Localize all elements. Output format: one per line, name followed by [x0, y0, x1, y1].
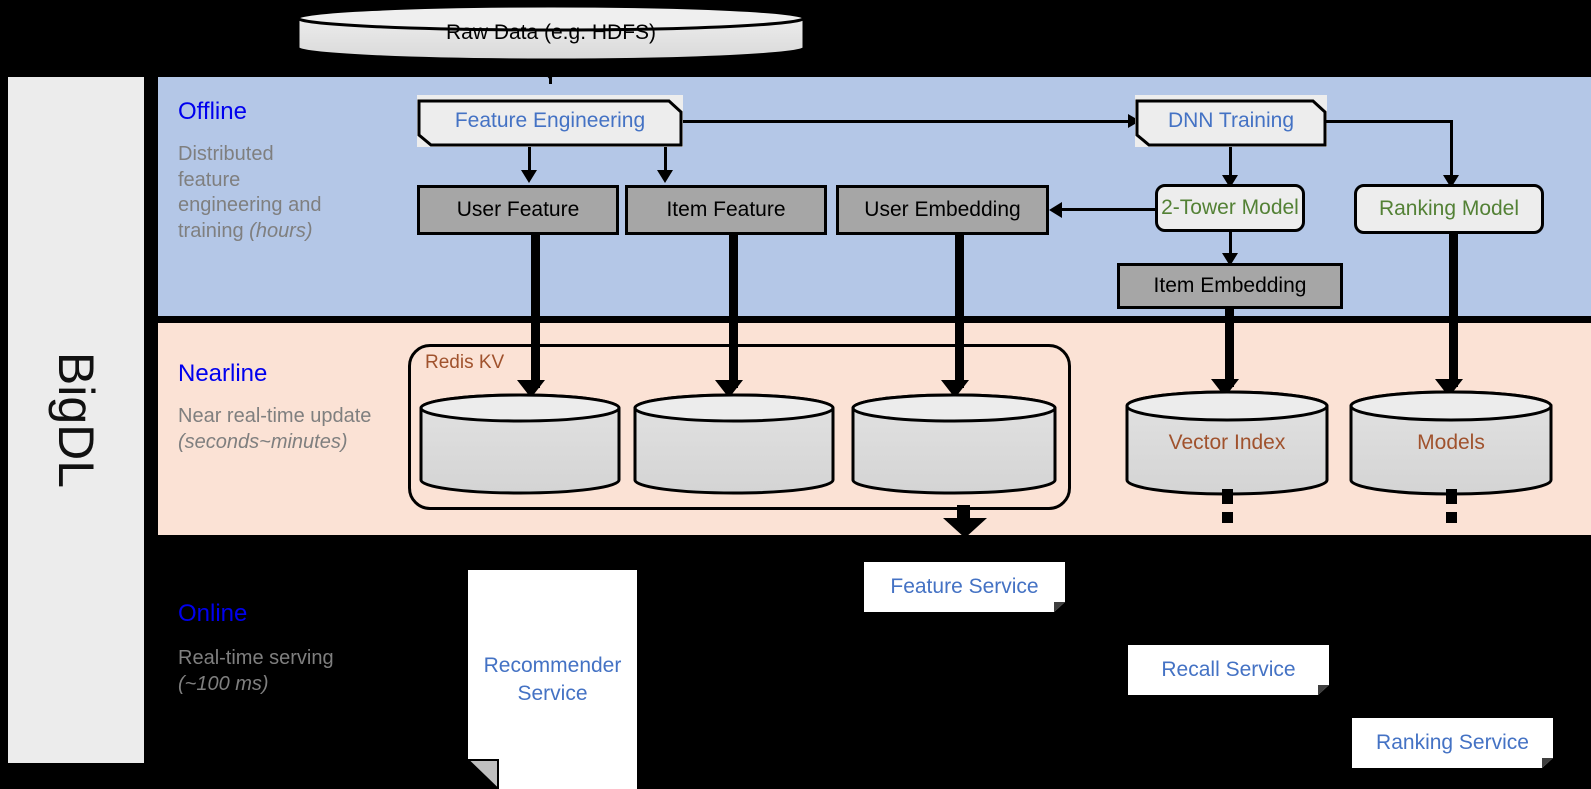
- connector-dnn-ranking-h: [1324, 120, 1453, 123]
- store-user-embedding-cylinder[interactable]: [850, 392, 1058, 496]
- connector-fe-itemfeature: [664, 147, 667, 172]
- feature-service-label: Feature Service: [890, 575, 1039, 599]
- ranking-model-box[interactable]: Ranking Model: [1354, 184, 1544, 234]
- stub-models-2: [1446, 512, 1457, 523]
- bigdl-label: BigDL: [48, 351, 104, 489]
- raw-data-label: Raw Data (e.g. HDFS): [445, 21, 657, 44]
- band-desc-offline-em: (hours): [249, 219, 313, 242]
- arrowhead-twotower-itemembedding: [1222, 253, 1238, 266]
- user-feature-label: User Feature: [456, 198, 580, 221]
- bigdl-sidebar: BigDL: [8, 77, 144, 763]
- band-desc-online: Real-time serving (~100 ms): [178, 646, 358, 697]
- connector-twotower-userembedding: [1060, 208, 1155, 211]
- user-embedding-label: User Embedding: [864, 198, 1021, 221]
- arrowhead-rawdata-fe: [536, 62, 564, 80]
- band-title-offline: Offline: [178, 98, 247, 125]
- band-title-nearline: Nearline: [178, 360, 268, 387]
- arrowhead-userembedding-store: [941, 380, 969, 398]
- vector-index-label: Vector Index: [1168, 431, 1286, 454]
- raw-data-cylinder: Raw Data (e.g. HDFS): [296, 4, 806, 62]
- band-desc-online-em: (~100 ms): [178, 672, 269, 695]
- band-desc-offline: Distributed feature engineering and trai…: [178, 142, 338, 244]
- band-title-online: Online: [178, 600, 248, 627]
- band-desc-nearline-em: (seconds~minutes): [178, 430, 348, 453]
- band-desc-nearline: Near real-time update (seconds~minutes): [178, 404, 408, 455]
- pipe-userfeature-store: [531, 235, 540, 388]
- store-user-embedding-label: [850, 392, 1058, 496]
- stub-redis-featureservice: [957, 505, 970, 521]
- store-item-feature-label: [632, 392, 836, 496]
- arrowhead-twotower-userembedding: [1049, 202, 1062, 218]
- item-feature-label: Item Feature: [666, 198, 786, 221]
- feature-engineering-label: Feature Engineering: [454, 109, 646, 132]
- vector-index-cylinder[interactable]: Vector Index: [1124, 390, 1330, 496]
- item-feature-box[interactable]: Item Feature: [625, 185, 827, 235]
- connector-dnn-twotower: [1229, 147, 1232, 179]
- dnn-training-box[interactable]: DNN Training: [1135, 95, 1327, 147]
- stub-vectorindex-1: [1222, 489, 1233, 504]
- user-embedding-box[interactable]: User Embedding: [836, 185, 1049, 235]
- dnn-training-label: DNN Training: [1167, 109, 1295, 132]
- recall-service-card[interactable]: Recall Service: [1128, 645, 1329, 695]
- store-user-feature-label: [418, 392, 622, 496]
- pipe-rankingmodel-models: [1449, 234, 1458, 387]
- stub-models-1: [1446, 489, 1457, 504]
- feature-engineering-box[interactable]: Feature Engineering: [417, 95, 683, 147]
- redis-kv-label: Redis KV: [425, 352, 505, 373]
- store-user-feature-cylinder[interactable]: [418, 392, 622, 496]
- models-label: Models: [1417, 431, 1485, 454]
- pipe-userembedding-store: [955, 235, 964, 388]
- band-desc-online-text: Real-time serving: [178, 647, 334, 669]
- band-desc-offline-text: Distributed feature engineering and trai…: [178, 143, 322, 242]
- arrowhead-itemfeature-store: [715, 380, 743, 398]
- pipe-itemfeature-store: [729, 235, 738, 388]
- connector-dnn-ranking-v: [1450, 120, 1453, 178]
- recall-service-label: Recall Service: [1161, 658, 1296, 682]
- ranking-model-label: Ranking Model: [1378, 197, 1520, 220]
- pipe-itemembedding-vectorindex: [1225, 309, 1234, 387]
- ranking-service-card[interactable]: Ranking Service: [1352, 718, 1553, 768]
- arrowhead-userfeature-store: [517, 380, 545, 398]
- connector-fe-userfeature: [528, 147, 531, 172]
- item-embedding-label: Item Embedding: [1153, 274, 1307, 297]
- user-feature-box[interactable]: User Feature: [417, 185, 619, 235]
- connector-fe-dnn: [683, 120, 1135, 123]
- feature-service-card[interactable]: Feature Service: [864, 562, 1065, 612]
- arrowhead-redis-featureservice: [943, 518, 987, 538]
- recommender-service-label: Recommender Service: [483, 654, 622, 705]
- stub-vectorindex-2: [1222, 512, 1233, 523]
- arrowhead-fe-userfeature: [521, 170, 537, 183]
- item-embedding-box[interactable]: Item Embedding: [1117, 263, 1343, 309]
- redis-kv-container: [408, 344, 1071, 510]
- models-cylinder[interactable]: Models: [1348, 390, 1554, 496]
- connector-twotower-itemembedding: [1229, 232, 1232, 260]
- band-desc-nearline-text: Near real-time update: [178, 405, 372, 427]
- arrowhead-fe-itemfeature: [657, 170, 673, 183]
- two-tower-model-label: 2-Tower Model: [1161, 196, 1299, 219]
- store-item-feature-cylinder[interactable]: [632, 392, 836, 496]
- ranking-service-label: Ranking Service: [1376, 731, 1529, 755]
- recommender-service-card[interactable]: Recommender Service: [468, 570, 637, 789]
- two-tower-model-box[interactable]: 2-Tower Model: [1155, 184, 1305, 232]
